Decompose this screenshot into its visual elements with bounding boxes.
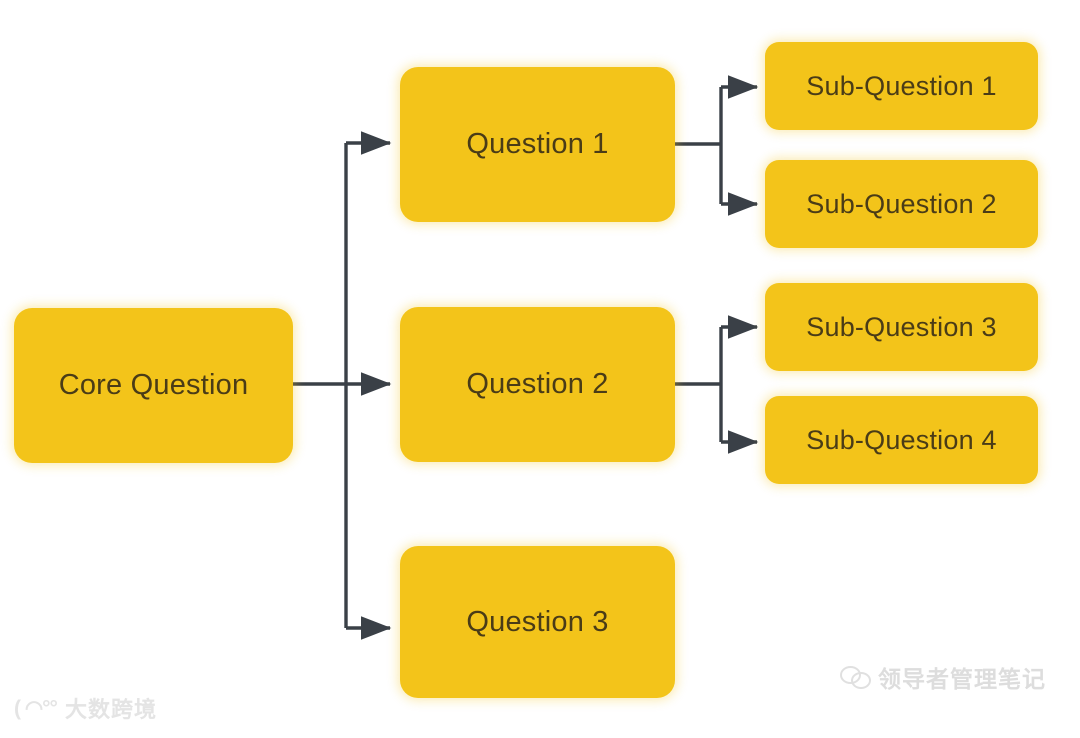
node-core-question[interactable]: Core Question bbox=[14, 308, 293, 463]
wechat-bubble-small bbox=[851, 672, 871, 689]
node-sub-question-4-label: Sub-Question 4 bbox=[806, 424, 997, 455]
node-sub-question-2-label: Sub-Question 2 bbox=[806, 188, 997, 219]
node-sub-question-3[interactable]: Sub-Question 3 bbox=[765, 283, 1038, 371]
watermark-right: 领导者管理笔记 bbox=[840, 660, 1046, 694]
node-question-1[interactable]: Question 1 bbox=[400, 67, 675, 222]
node-sub-question-2[interactable]: Sub-Question 2 bbox=[765, 160, 1038, 248]
node-question-2-label: Question 2 bbox=[466, 368, 609, 400]
watermark-right-label: 领导者管理笔记 bbox=[878, 666, 1046, 692]
node-sub-question-3-label: Sub-Question 3 bbox=[806, 311, 997, 342]
node-core-question-label: Core Question bbox=[58, 369, 249, 401]
watermark-left-label: 大数跨境 bbox=[64, 697, 157, 722]
dashu-logo-icon: ( ◠°° bbox=[14, 696, 58, 720]
node-question-1-label: Question 1 bbox=[466, 128, 609, 160]
node-sub-question-4[interactable]: Sub-Question 4 bbox=[765, 396, 1038, 484]
node-question-2[interactable]: Question 2 bbox=[400, 307, 675, 462]
node-question-3[interactable]: Question 3 bbox=[400, 546, 675, 698]
node-question-3-label: Question 3 bbox=[466, 605, 609, 638]
wechat-icon bbox=[840, 665, 871, 689]
watermark-left: ( ◠°° 大数跨境 bbox=[14, 692, 157, 724]
node-sub-question-1[interactable]: Sub-Question 1 bbox=[765, 42, 1038, 130]
node-sub-question-1-label: Sub-Question 1 bbox=[806, 70, 997, 101]
